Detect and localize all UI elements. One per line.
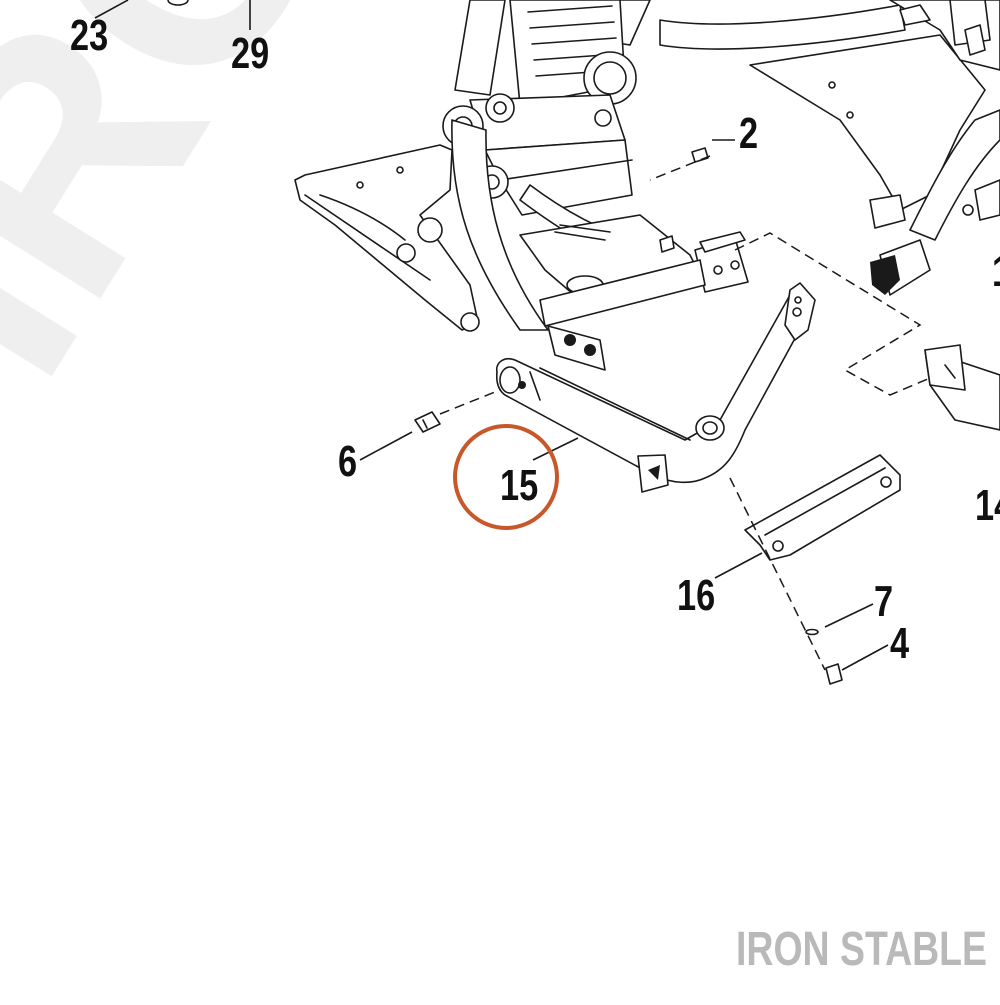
callout-1: 1 bbox=[992, 250, 1000, 294]
callout-29: 29 bbox=[231, 29, 270, 78]
callout-2: 2 bbox=[739, 109, 759, 158]
callout-7: 7 bbox=[874, 577, 894, 626]
callout-6: 6 bbox=[338, 437, 358, 486]
centerlines bbox=[439, 155, 931, 671]
brand-logo-text: IRON STABLE bbox=[736, 923, 987, 976]
bolt-6 bbox=[414, 411, 441, 433]
callout-16: 16 bbox=[677, 571, 716, 620]
bolt-4 bbox=[825, 663, 843, 685]
part-23-29 bbox=[167, 0, 189, 6]
part-16-bracket bbox=[744, 454, 901, 561]
part-14-tube bbox=[924, 344, 1000, 431]
callout-15: 15 bbox=[500, 461, 539, 510]
callout-23: 23 bbox=[70, 11, 109, 60]
upper-frame bbox=[442, 0, 749, 371]
highlight-circle bbox=[453, 424, 559, 530]
washer-7 bbox=[805, 628, 819, 636]
callout-14: 14 bbox=[975, 481, 1000, 530]
swingarm bbox=[294, 144, 611, 332]
callout-4: 4 bbox=[890, 619, 910, 668]
part-15-stand-arm bbox=[495, 282, 816, 493]
bolt-2 bbox=[691, 147, 709, 163]
right-frame bbox=[659, 0, 1000, 296]
leader-lines bbox=[94, 0, 889, 671]
